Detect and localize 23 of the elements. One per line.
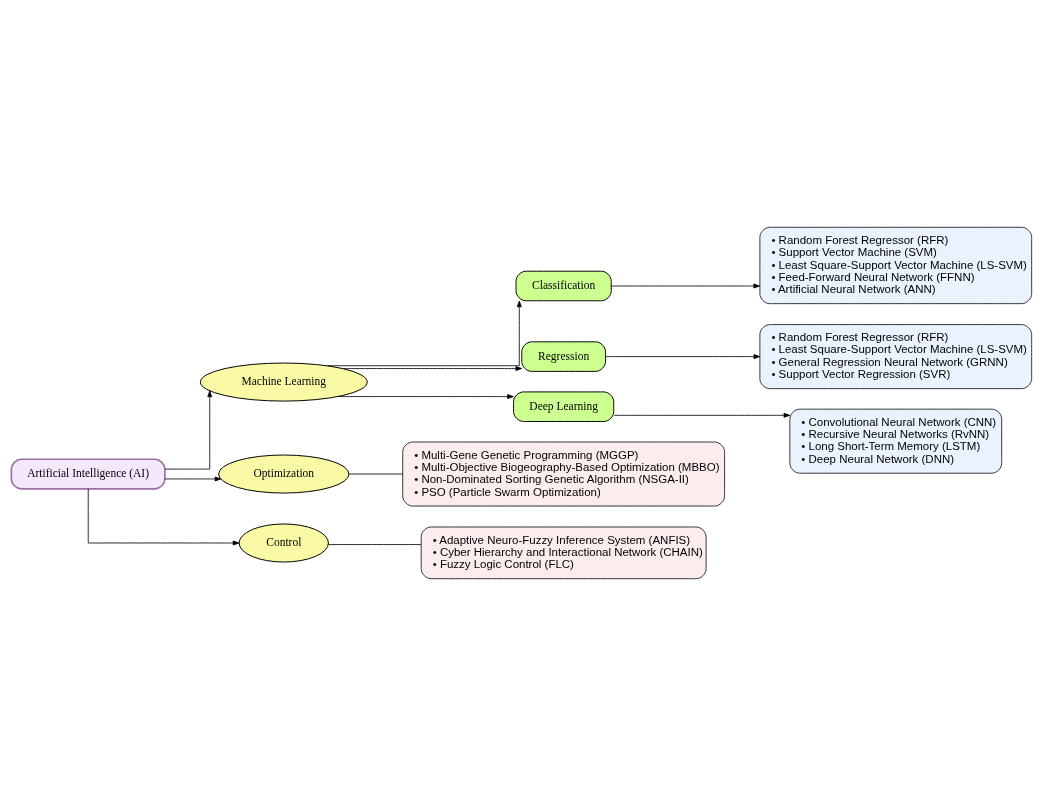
arrow [605,354,761,360]
node-ellipse: Machine Learning [199,362,368,402]
arrow [338,394,514,399]
node-box: Regression [521,341,606,372]
node-box: Artificial Intelligence (AI) [10,458,166,490]
arrow [164,390,213,470]
connector [348,473,404,475]
arrow [87,488,240,546]
arrow [613,412,791,418]
connector [328,544,422,545]
arrow [164,476,222,482]
arrow [342,366,523,371]
node-box: • Adaptive Neuro-Fuzzy Inference System (ANFIS) • Cyber Hierarchy and Interactional Network (CHAIN) • Fuzzy Logic Control (FLC) [420,526,707,580]
node-ellipse: Optimization [218,454,350,494]
node-box: • Multi-Gene Genetic Programming (MGGP) • Multi-Objective Biogeography-Based Optimization (MBBO) • Non-Dominated Sorting Genetic Algorithm (NSGA-II) • PSO (Particle Swarm Optimization) [402,441,726,507]
node-ellipse: Control [238,523,329,563]
arrow [327,300,522,367]
node-box: Classification [515,270,612,302]
node-box: • Random Forest Regressor (RFR) • Support Vector Machine (SVM) • Least Square-Support Vector Machine (LS-SVM) • Feed-Forward Neural Network (FFNN) • Artificial Neural Network (ANN) [759,226,1033,305]
node-box: • Convolutional Neural Network (CNN) • Recursive Neural Networks (RvNN) • Long Short-Term Memory (LSTM) • Deep Neural Network (DNN) [789,408,1003,474]
node-box: Deep Learning [513,391,615,422]
node-box: • Random Forest Regressor (RFR) • Least Square-Support Vector Machine (LS-SVM) • General Regression Neural Network (GRNN) • Support Vector Regression (SVR) [759,324,1033,390]
arrow [611,283,760,289]
